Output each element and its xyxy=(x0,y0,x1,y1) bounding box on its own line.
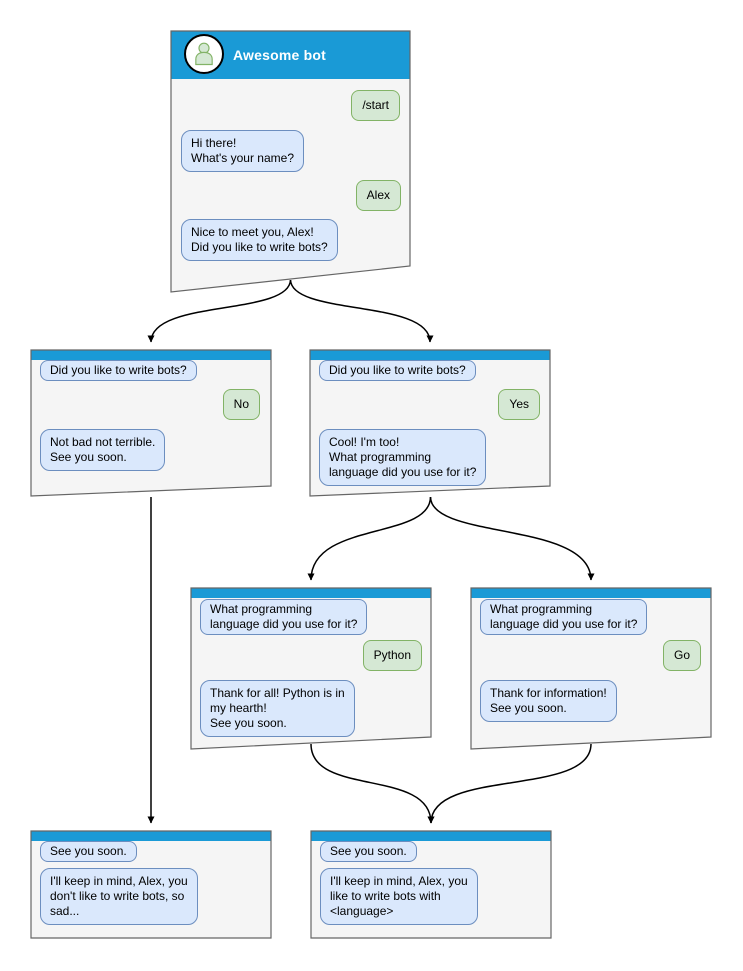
user-message-bubble: Alex xyxy=(355,180,401,211)
bot-message-bubble: Thank for information! See you soon. xyxy=(480,680,617,722)
user-answer-bubble: No xyxy=(222,389,260,420)
window-outline xyxy=(310,830,552,939)
titlebar xyxy=(31,831,271,841)
context-message-bubble: Did you like to write bots? xyxy=(40,360,197,381)
bot-message-bubble: Nice to meet you, Alex! Did you like to … xyxy=(181,219,338,261)
context-message-bubble: See you soon. xyxy=(320,841,417,862)
titlebar xyxy=(310,350,550,360)
edge-python-to-end xyxy=(310,743,435,824)
window-outline xyxy=(170,30,411,293)
titlebar xyxy=(191,588,431,598)
bot-message-bubble: I'll keep in mind, Alex, you don't like … xyxy=(40,868,198,925)
edge-yes-to-go xyxy=(429,496,595,581)
window-outline xyxy=(309,349,551,497)
context-message-bubble: Did you like to write bots? xyxy=(319,360,476,381)
bot-message-bubble: Not bad not terrible. See you soon. xyxy=(40,429,166,471)
bot-message-bubble: Hi there! What's your name? xyxy=(181,130,305,172)
titlebar xyxy=(311,831,551,841)
person-icon xyxy=(195,42,213,66)
window-title: Awesome bot xyxy=(233,47,326,63)
edge-root-to-yes xyxy=(289,279,434,343)
user-answer-bubble: Go xyxy=(662,640,701,671)
bot-message-bubble: I'll keep in mind, Alex, you like to wri… xyxy=(320,868,478,925)
user-answer-bubble: Yes xyxy=(498,389,540,420)
bot-avatar xyxy=(184,34,224,74)
edge-yes-to-python xyxy=(307,496,432,581)
window-outline xyxy=(190,587,432,750)
bot-message-bubble: Cool! I'm too! What programming language… xyxy=(319,429,487,486)
user-answer-bubble: Python xyxy=(362,640,422,671)
window-outline xyxy=(470,587,712,750)
edge-root-to-no xyxy=(147,279,292,343)
titlebar xyxy=(471,588,711,598)
window-outline xyxy=(30,830,272,939)
context-message-bubble: See you soon. xyxy=(40,841,137,862)
edge-go-to-end xyxy=(427,743,592,824)
bot-message-bubble: Thank for all! Python is in my hearth! S… xyxy=(200,680,355,737)
titlebar xyxy=(31,350,271,360)
user-message-bubble: /start xyxy=(351,90,400,121)
context-message-bubble: What programming language did you use fo… xyxy=(200,599,368,635)
window-outline xyxy=(30,349,272,497)
context-message-bubble: What programming language did you use fo… xyxy=(480,599,648,635)
